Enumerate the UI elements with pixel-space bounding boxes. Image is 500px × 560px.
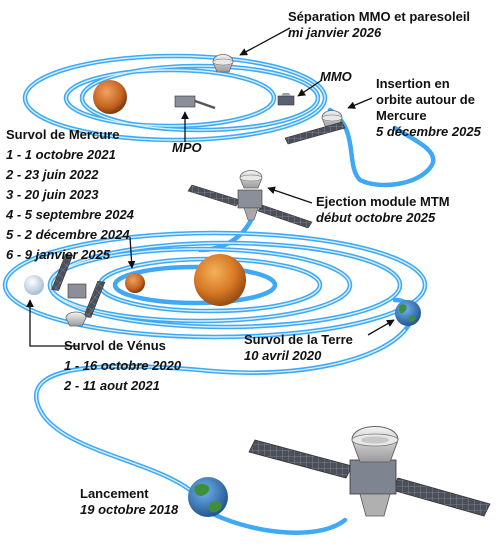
mercury-flyby-item: 4 - 5 septembre 2024 [6, 207, 134, 222]
venus-flyby-item: 1 - 16 octobre 2020 [64, 358, 182, 373]
earth-flyby-planet [395, 300, 421, 326]
separation-title: Séparation MMO et paresoleil [288, 9, 471, 24]
separation-label: Séparation MMO et paresoleil mi janvier … [288, 9, 470, 41]
earth-flyby-title: Survol de la Terre [244, 332, 353, 347]
separation-date: mi janvier 2026 [288, 25, 382, 40]
venus-flybys-title: Survol de Vénus [64, 338, 166, 353]
mercury-orbit-system [22, 53, 436, 188]
insertion-date: 5 décembre 2025 [376, 124, 481, 139]
mercury-flyby-item: 5 - 2 décembre 2024 [6, 227, 130, 242]
launch-label: Lancement 19 octobre 2018 [80, 486, 178, 518]
mercury-flyby-item: 2 - 23 juin 2022 [6, 167, 99, 182]
mercury-flybys-block: Survol de Mercure 1 - 1 octobre 2021 2 -… [6, 125, 134, 265]
mercury-lower [125, 273, 145, 293]
venus-flyby-spacecraft [51, 254, 106, 327]
leader-lines [26, 27, 395, 347]
launch-spacecraft [248, 426, 491, 517]
launch-loop [33, 297, 415, 535]
insertion-label: Insertion en orbite autour de Mercure 5 … [376, 76, 481, 140]
venus [24, 275, 44, 295]
venus-flybys-block: Survol de Vénus 1 - 16 octobre 2020 2 - … [64, 336, 181, 396]
mmo-sunshield-separation [212, 54, 234, 73]
mercury-flyby-item: 1 - 1 octobre 2021 [6, 147, 116, 162]
earth-flyby-date: 10 avril 2020 [244, 348, 322, 363]
venus-flyby-item: 2 - 11 aout 2021 [64, 378, 160, 393]
mmo-spacecraft [277, 93, 295, 106]
ejection-title: Ejection module MTM [316, 194, 450, 209]
insertion-spacecraft [284, 110, 346, 145]
insertion-title-line-1: Insertion en [376, 76, 450, 91]
insertion-title-line-2: orbite autour de [376, 92, 475, 107]
earth-flyby-label: Survol de la Terre 10 avril 2020 [244, 332, 353, 364]
ejection-label: Ejection module MTM début octobre 2025 [316, 194, 450, 226]
insertion-title-line-3: Mercure [376, 108, 427, 123]
launch-date: 19 octobre 2018 [80, 502, 179, 517]
earth-launch-planet [188, 477, 228, 517]
sun [194, 254, 246, 306]
mercury-flyby-item: 6 - 9 janvier 2025 [6, 247, 111, 262]
mercury-flybys-title: Survol de Mercure [6, 127, 120, 142]
inner-orbit-system [2, 230, 428, 340]
ejection-date: début octobre 2025 [316, 210, 436, 225]
mpo-label: MPO [172, 140, 202, 155]
mtm-ejection-spacecraft [187, 170, 313, 229]
mercury-upper [93, 80, 127, 114]
mpo-spacecraft [174, 95, 216, 110]
launch-title: Lancement [80, 486, 149, 501]
mmo-label: MMO [320, 69, 352, 84]
mercury-flyby-item: 3 - 20 juin 2023 [6, 187, 99, 202]
